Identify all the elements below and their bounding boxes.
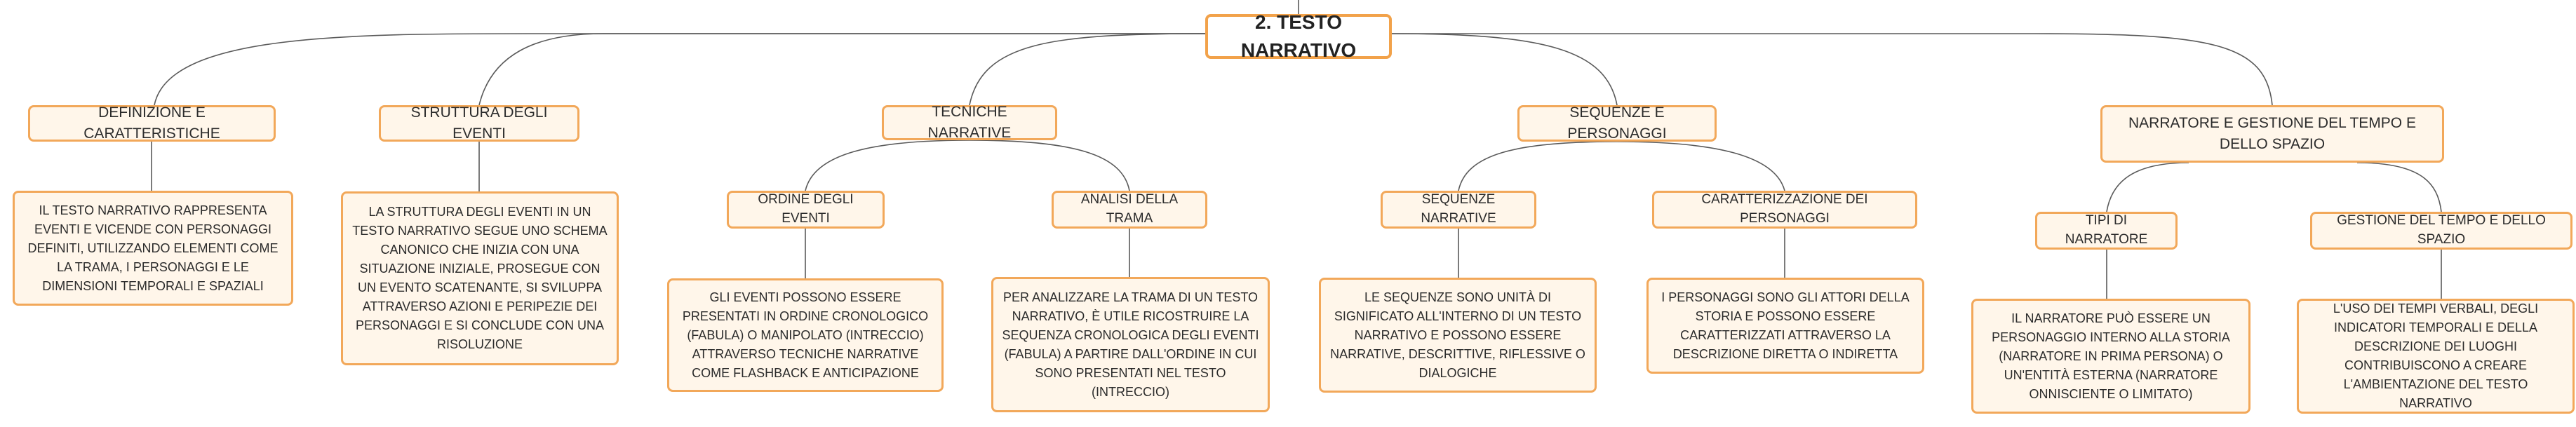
edge-tecniche-to-analisi: [969, 140, 1130, 191]
sub-sequenze-narrative[interactable]: SEQUENZE NARRATIVE: [1381, 191, 1536, 229]
category-tecniche-narrative[interactable]: TECNICHE NARRATIVE: [882, 104, 1057, 141]
category-narratore-tempo-spazio[interactable]: NARRATORE E GESTIONE DEL TEMPO E DELLO S…: [2100, 105, 2444, 163]
desc-definizione-e-caratteristiche: IL TESTO NARRATIVO RAPPRESENTA EVENTI E …: [13, 191, 293, 306]
desc-ordine-degli-eventi: GLI EVENTI POSSONO ESSERE PRESENTATI IN …: [667, 278, 944, 392]
category-definizione-e-caratteristiche[interactable]: DEFINIZIONE E CARATTERISTICHE: [28, 104, 276, 142]
desc-analisi-della-trama: PER ANALIZZARE LA TRAMA DI UN TESTO NARR…: [991, 277, 1270, 412]
root-node[interactable]: 2. TESTO NARRATIVO: [1205, 11, 1392, 61]
edge-root-to-struttura: [478, 33, 1205, 106]
desc-sequenze-narrative: LE SEQUENZE SONO UNITÀ DI SIGNIFICATO AL…: [1319, 278, 1597, 393]
edge-root-to-narratore: [1392, 33, 2273, 106]
desc-struttura-degli-eventi: LA STRUTTURA DEGLI EVENTI IN UN TESTO NA…: [341, 191, 619, 365]
edge-root-to-sequenze: [1391, 33, 1618, 106]
edge-sequenze-to-caratterizzazione: [1616, 141, 1785, 191]
sub-ordine-degli-eventi[interactable]: ORDINE DEGLI EVENTI: [727, 191, 885, 229]
edge-root-to-tecniche: [969, 33, 1206, 106]
sub-analisi-della-trama[interactable]: ANALISI DELLA TRAMA: [1052, 191, 1207, 229]
desc-caratterizzazione-dei-personaggi: I PERSONAGGI SONO GLI ATTORI DELLA STORI…: [1646, 278, 1924, 374]
sub-tipi-di-narratore[interactable]: TIPI DI NARRATORE: [2035, 212, 2178, 250]
edge-tecniche-to-ordine: [805, 140, 970, 191]
desc-tipi-di-narratore: IL NARRATORE PUÒ ESSERE UN PERSONAGGIO I…: [1971, 299, 2250, 414]
sub-caratterizzazione-dei-personaggi[interactable]: CARATTERIZZAZIONE DEI PERSONAGGI: [1652, 191, 1917, 229]
category-struttura-degli-eventi[interactable]: STRUTTURA DEGLI EVENTI: [379, 104, 579, 142]
edge-sequenze-to-sequenze-narrative: [1458, 141, 1618, 191]
edge-root-to-definizione: [154, 33, 1205, 106]
desc-gestione-del-tempo-e-dello-spazio: L'USO DEI TEMPI VERBALI, DEGLI INDICATOR…: [2297, 299, 2575, 414]
edge-narratore-to-tipi: [2106, 162, 2189, 212]
edge-narratore-to-gestione: [2356, 162, 2442, 212]
category-sequenze-e-personaggi[interactable]: SEQUENZE E PERSONAGGI: [1517, 104, 1717, 142]
sub-gestione-del-tempo-e-dello-spazio[interactable]: GESTIONE DEL TEMPO E DELLO SPAZIO: [2310, 212, 2572, 250]
